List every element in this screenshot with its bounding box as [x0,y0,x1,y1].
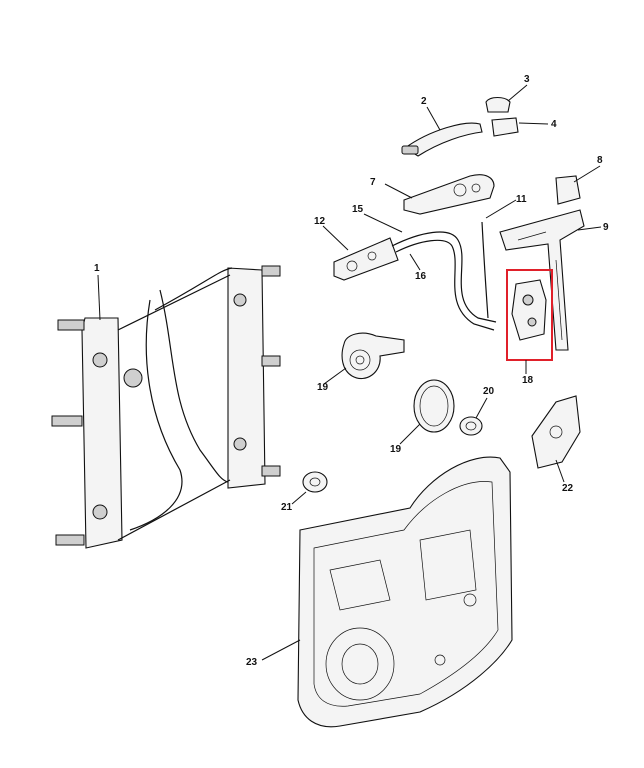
part-exterior-handle[interactable] [401,122,483,157]
callout-8: 1 [94,263,100,274]
part-escutcheon[interactable] [491,117,519,137]
callout-7: 22 [562,483,574,494]
part-handle-bracket[interactable] [403,174,495,215]
part-speaker-seal[interactable] [413,379,455,433]
callout-16: 23 [246,657,258,668]
callout-21: 16 [415,271,427,282]
callout-23: 11 [516,194,527,205]
part-window-regulator[interactable] [51,265,281,549]
part-handle-cap[interactable] [485,96,511,113]
callout-19-left: 21 [281,502,293,513]
part-tweeter-right[interactable] [459,416,483,436]
callout-19-right: 20 [483,386,495,397]
callout-22: 15 [352,204,364,215]
part-door-latch[interactable] [511,279,547,341]
callout-18: 19 [390,444,402,455]
callout-2: 3 [524,74,530,85]
part-tweeter-left[interactable] [302,471,328,493]
part-release-cable[interactable] [391,231,497,331]
part-lock-actuator[interactable] [333,237,399,281]
part-rear-channel[interactable] [499,209,585,351]
highlight-box-latch [506,269,553,361]
part-rear-bracket[interactable] [531,395,581,469]
part-small-bracket[interactable] [555,175,581,205]
part-cable-rod[interactable] [481,221,489,319]
callout-15: 8 [597,155,603,166]
callout-1: 2 [421,96,427,107]
callout-4: 18 [522,375,534,386]
part-door-module[interactable] [297,456,513,728]
callout-20: 12 [314,216,326,227]
callout-12: 7 [370,177,376,188]
callout-3: 4 [551,119,557,130]
callout-9: 19 [317,382,329,393]
callout-11: 9 [603,222,609,233]
part-regulator-motor[interactable] [341,332,405,380]
